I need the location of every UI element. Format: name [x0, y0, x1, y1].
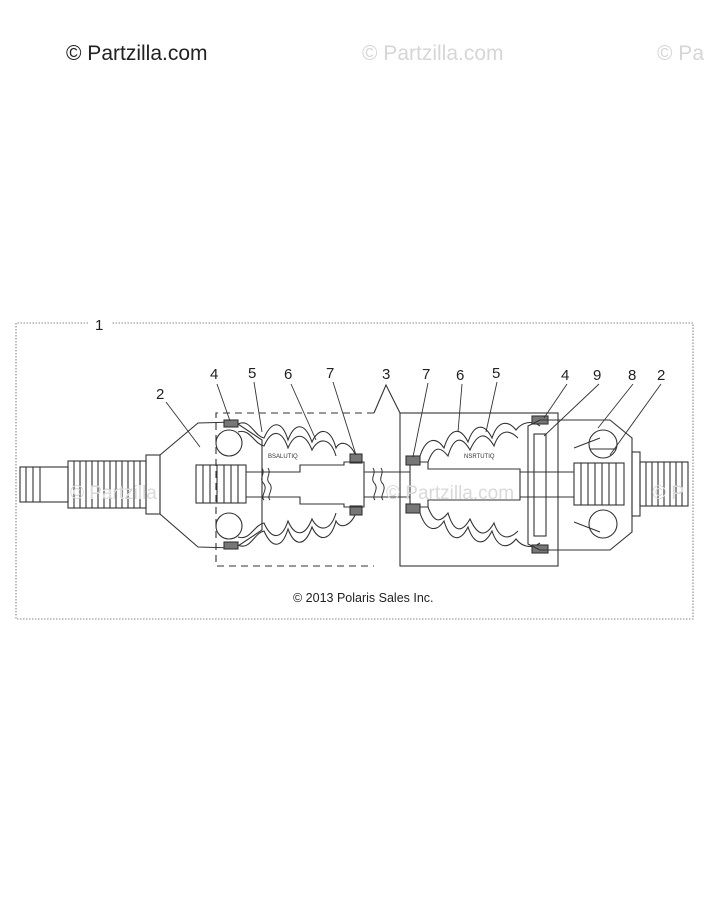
left-outer-clamp-bottom [223, 541, 239, 550]
callout-3: 3 [382, 366, 390, 383]
callout-2-right: 2 [657, 367, 665, 384]
left-joint-ball-top [215, 429, 243, 457]
callout-6-right: 6 [456, 367, 464, 384]
left-boot-label: BSALUTIQ [268, 454, 298, 460]
partzilla-watermark-faint-right: © Pa [657, 42, 704, 65]
diagram-watermark-left: © Partzilla [70, 483, 157, 504]
left-joint-housing [159, 421, 263, 549]
right-outer-clamp-bottom [531, 544, 549, 554]
right-boot-bottom [419, 512, 541, 548]
partzilla-watermark: © Partzilla.com [66, 42, 208, 65]
right-boot-label: NSRTUTIQ [464, 454, 495, 460]
left-boot-bottom [237, 512, 357, 547]
left-stub-shaft [19, 454, 161, 515]
leader-lines [165, 381, 662, 458]
left-boot-top [237, 422, 357, 457]
callout-1: 1 [95, 317, 103, 334]
assembly-frame [15, 322, 694, 620]
right-joint-ball-bottom [588, 509, 618, 539]
callout-4-left: 4 [210, 366, 218, 383]
boot-kit-box-right [399, 412, 559, 567]
diagram-watermark-right: © P [652, 483, 684, 504]
callout-4-right: 4 [561, 367, 569, 384]
boot-kit-box-left [215, 412, 374, 567]
right-inner-clamp-top [405, 455, 421, 466]
callout-6-left: 6 [284, 366, 292, 383]
right-stub-shaft [631, 451, 689, 517]
callout-7-left: 7 [326, 365, 334, 382]
right-circlip-outline [533, 433, 547, 537]
right-joint-ball-top [588, 429, 618, 459]
right-boot-top [419, 421, 541, 457]
diagram-watermark-center: © Partzilla.com [386, 483, 514, 504]
right-inner-clamp-bottom [405, 503, 421, 514]
callout-3-bracket [373, 383, 401, 414]
callout-7-right: 7 [422, 366, 430, 383]
callout-8: 8 [628, 367, 636, 384]
left-joint-ball-bottom [215, 512, 243, 540]
callout-5-right: 5 [492, 365, 500, 382]
callout-5-left: 5 [248, 365, 256, 382]
callout-9: 9 [593, 367, 601, 384]
left-outer-clamp-top [223, 419, 239, 428]
left-inner-race [195, 464, 247, 504]
callout-2-left: 2 [156, 386, 164, 403]
polaris-copyright: © 2013 Polaris Sales Inc. [293, 591, 434, 605]
left-inner-clamp-bottom [349, 505, 363, 516]
right-joint-housing [527, 419, 633, 551]
right-inner-race [573, 462, 625, 506]
partzilla-watermark-faint: © Partzilla.com [362, 42, 504, 65]
